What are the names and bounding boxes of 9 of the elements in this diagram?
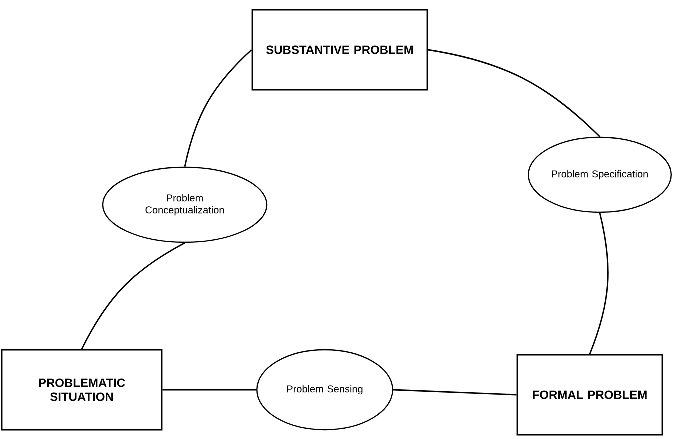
connector-line [589,212,609,355]
connector-line [184,49,252,168]
process-box: PROBLEMATIC SITUATION [1,349,163,431]
connector-line [162,389,257,391]
process-box: FORMAL PROBLEM [516,354,664,436]
connector-line [428,49,600,138]
connector-line [81,242,186,350]
process-box: SUBSTANTIVE PROBLEM [252,9,428,91]
connector-line [393,389,517,396]
